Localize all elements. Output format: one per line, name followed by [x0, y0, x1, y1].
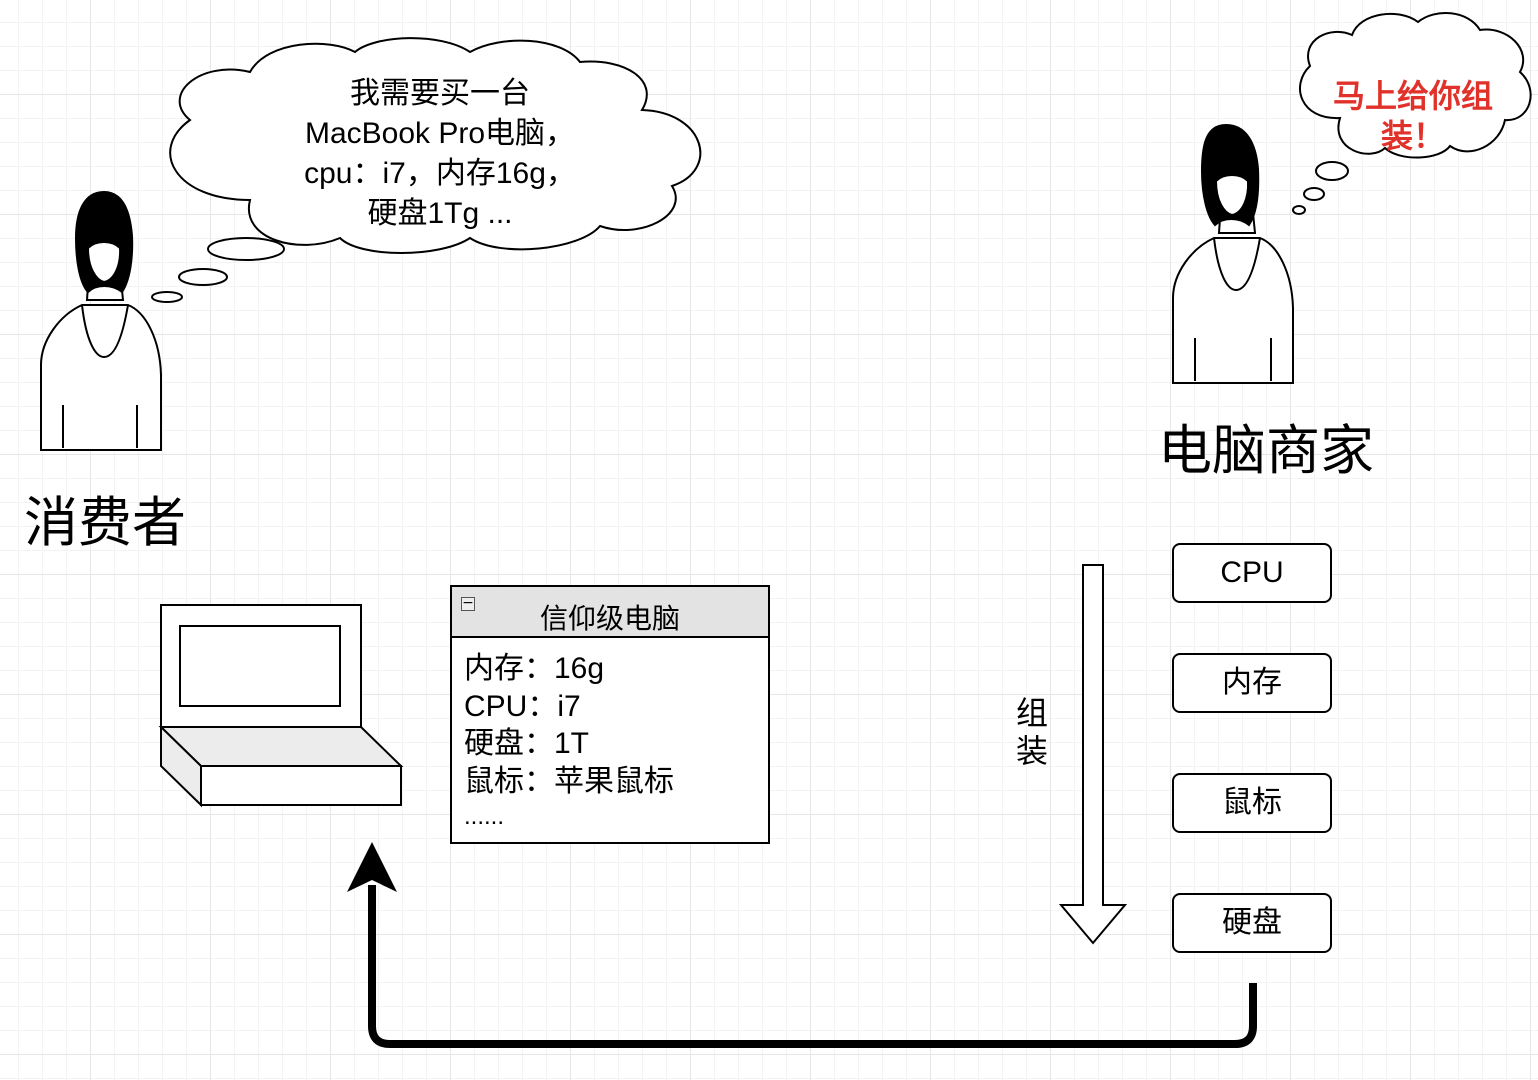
spec-row-cpu: CPU：i7	[464, 689, 581, 723]
merchant-figure	[1172, 123, 1294, 384]
assemble-label: 组 装	[1015, 695, 1048, 769]
part-box-disk: 硬盘	[1172, 893, 1332, 953]
consumer-thought-cloud	[151, 37, 702, 303]
laptop-icon	[158, 604, 404, 808]
part-box-cpu: CPU	[1172, 543, 1332, 603]
spec-row-memory: 内存：16g	[464, 652, 605, 685]
spec-row-ellipsis: ......	[464, 803, 505, 830]
spec-panel-body: 内存：16g CPU：i7 硬盘：1T 鼠标：苹果鼠标 ......	[452, 638, 768, 834]
consumer-figure	[40, 190, 162, 451]
computer-spec-panel: − 信仰级电脑 内存：16g CPU：i7 硬盘：1T 鼠标：苹果鼠标 ....…	[450, 585, 770, 844]
part-box-memory: 内存	[1172, 653, 1332, 713]
merchant-label: 电脑商家	[1158, 421, 1374, 481]
delivery-connector	[368, 885, 1257, 1048]
consumer-label: 消费者	[24, 493, 186, 553]
spec-row-disk: 硬盘：1T	[464, 727, 590, 760]
spec-panel-title: 信仰级电脑	[539, 603, 680, 634]
spec-panel-header: − 信仰级电脑	[452, 587, 768, 638]
part-box-mouse: 鼠标	[1172, 773, 1332, 833]
delivery-arrowhead-icon	[347, 842, 397, 892]
assemble-arrow-icon	[1058, 564, 1128, 945]
consumer-thought-text: 我需要买一台 MacBook Pro电脑， cpu：i7，内存16g， 硬盘1T…	[304, 77, 576, 230]
spec-row-mouse: 鼠标：苹果鼠标	[464, 764, 674, 798]
collapse-toggle-button[interactable]: −	[461, 595, 475, 611]
merchant-thought-text: 马上给你组 装！	[1332, 78, 1493, 154]
merchant-thought-cloud	[1292, 11, 1532, 215]
